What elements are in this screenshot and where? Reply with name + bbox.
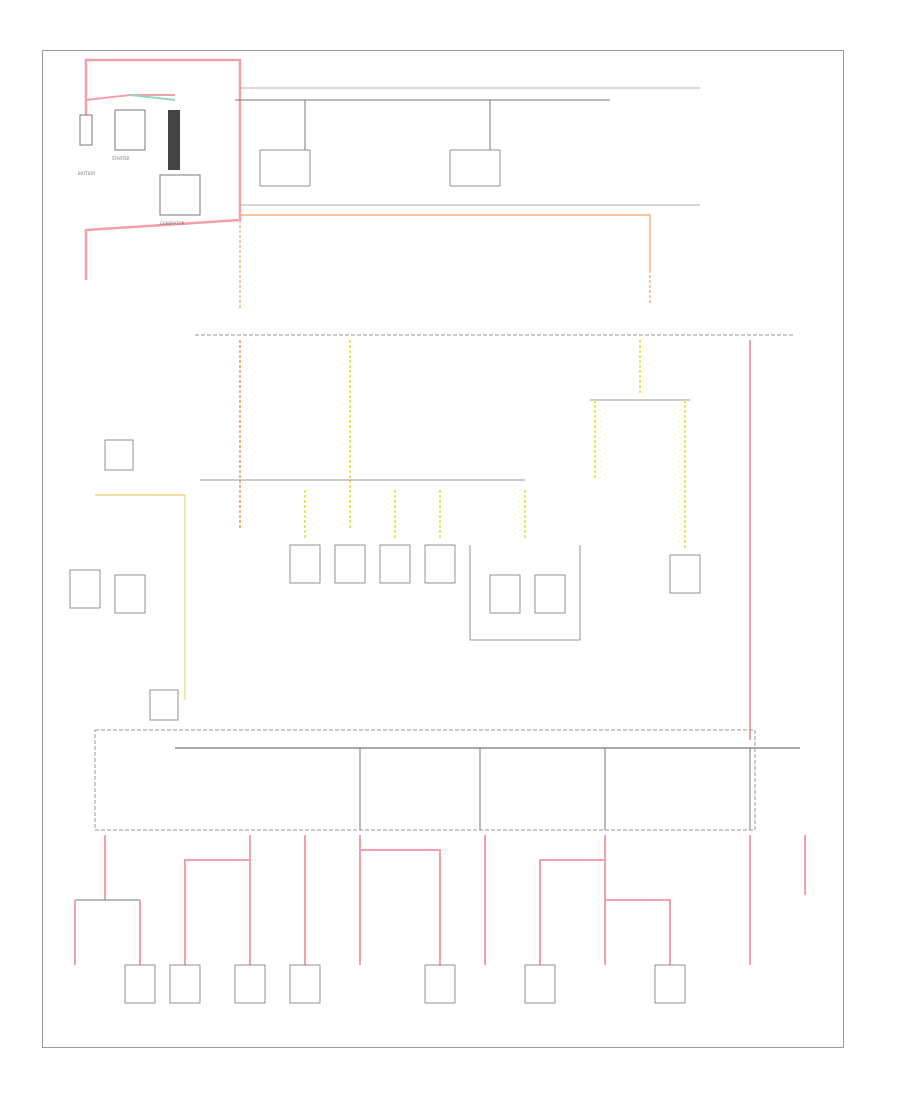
diagram-frame bbox=[42, 50, 844, 1048]
generator-icon bbox=[159, 174, 201, 216]
top-bus bbox=[235, 87, 700, 270]
fuse-block bbox=[69, 399, 701, 721]
starter-icon bbox=[114, 109, 146, 151]
lower-panel bbox=[74, 729, 806, 1004]
generator-connector-icon bbox=[168, 110, 180, 170]
ignition-switch-row bbox=[195, 220, 795, 740]
battery-icon bbox=[79, 114, 93, 146]
starter-label: STARTER bbox=[112, 156, 130, 161]
battery-circuit: BATTERY STARTER GENERATOR bbox=[78, 58, 242, 280]
generator-label: GENERATOR bbox=[160, 221, 185, 226]
battery-label: BATTERY bbox=[78, 171, 96, 176]
